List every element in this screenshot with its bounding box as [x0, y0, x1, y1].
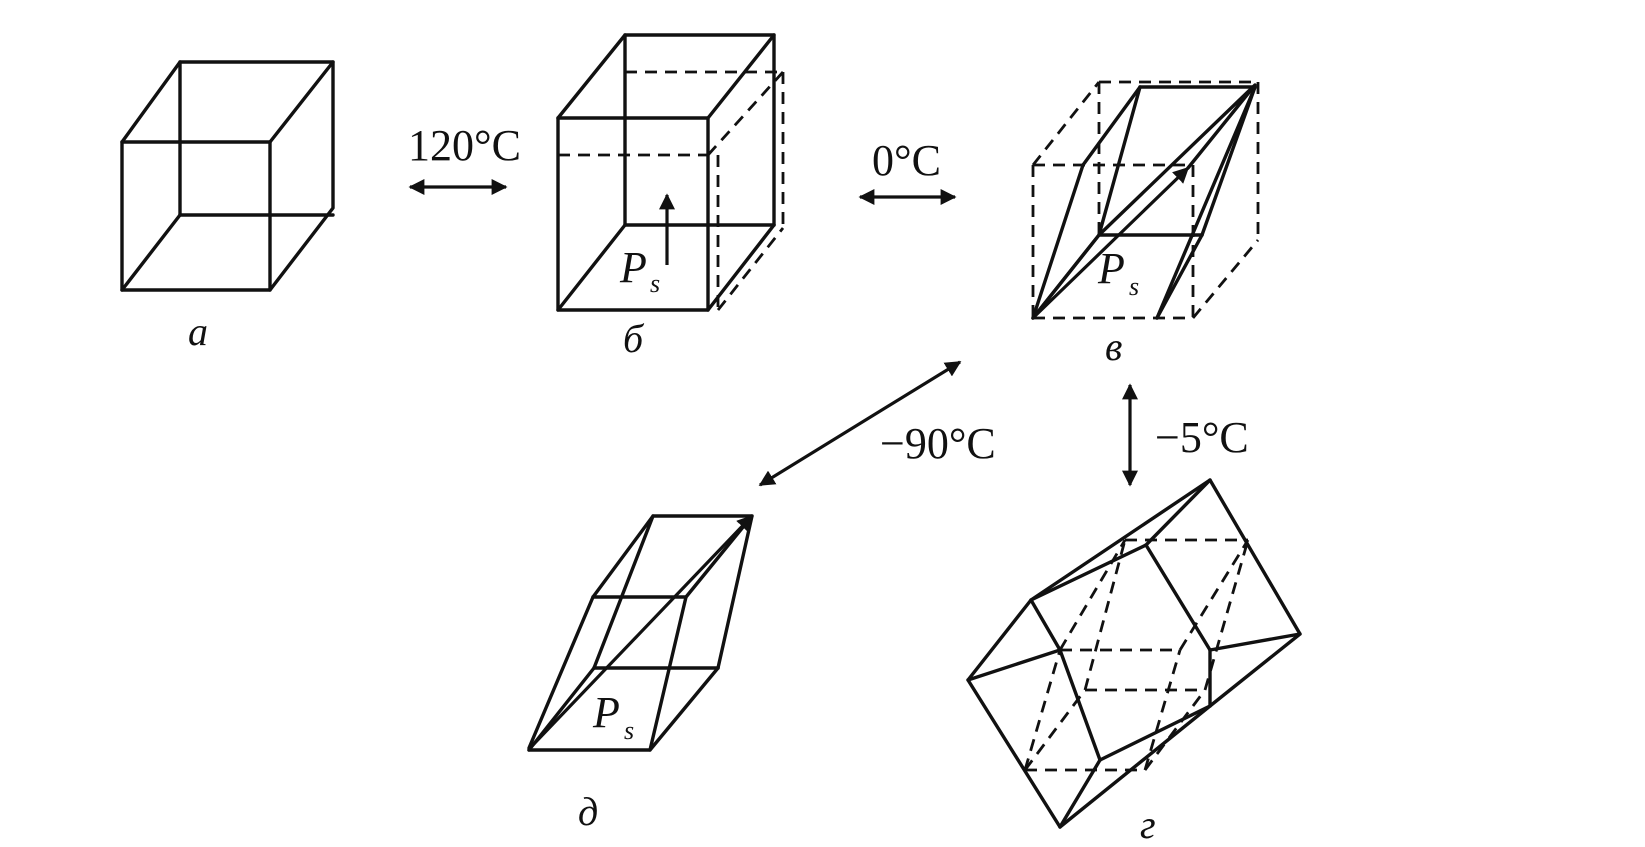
- cell-v-orthorhombic: [1031, 80, 1260, 320]
- panel-label-d: д: [578, 789, 598, 834]
- panel-label-g: г: [1140, 802, 1156, 847]
- cell-a-cubic: [120, 60, 335, 292]
- transition-arrow-v-d: [758, 360, 962, 487]
- transition-temp-a-b: 120°C: [408, 121, 521, 170]
- transition-temp-v-g: −5°C: [1155, 413, 1249, 462]
- panel-label-v: в: [1105, 324, 1122, 369]
- panel-label-a: а: [188, 309, 208, 354]
- polarization-subscript-d: s: [624, 716, 634, 745]
- transition-temp-v-d: −90°C: [880, 419, 996, 468]
- panel-label-b: б: [623, 316, 645, 361]
- polarization-arrow-v: [1033, 166, 1190, 318]
- polarization-subscript-v: s: [1129, 272, 1139, 301]
- cell-g-monoclinic: [966, 478, 1302, 829]
- polarization-label-b: P: [619, 243, 647, 292]
- cell-b-tetragonal: [556, 33, 785, 312]
- polarization-subscript-b: s: [650, 269, 660, 298]
- transition-temp-b-v: 0°C: [872, 136, 941, 185]
- polarization-arrow-d: [528, 514, 754, 750]
- polarization-label-v: P: [1097, 244, 1125, 293]
- polarization-label-d: P: [592, 688, 620, 737]
